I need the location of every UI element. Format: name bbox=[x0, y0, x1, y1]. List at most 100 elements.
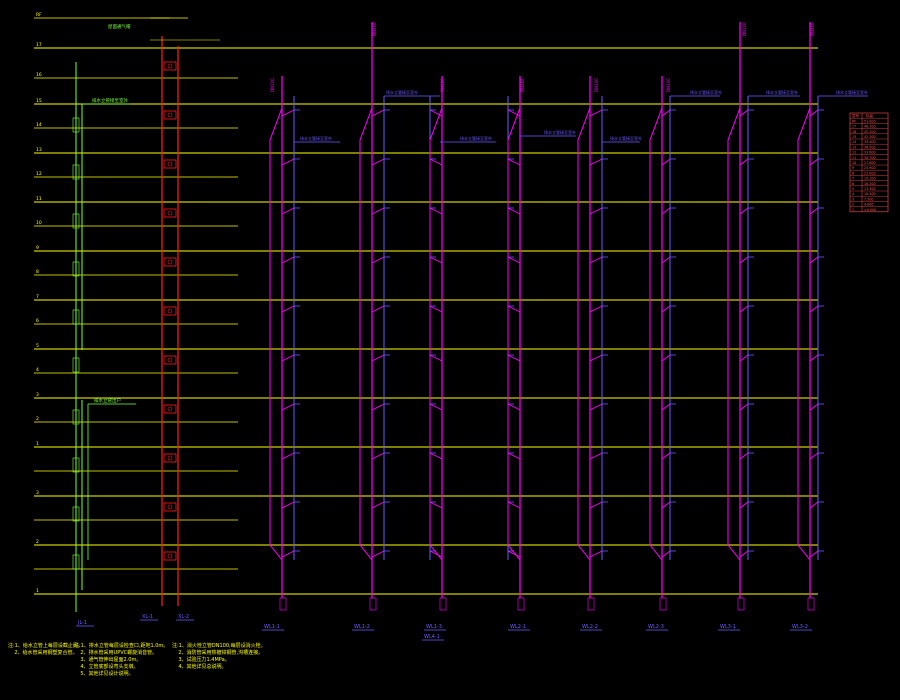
vent-note: 排水立管接至室外 bbox=[766, 89, 798, 95]
vent-note: 排水立管接至室外 bbox=[300, 135, 332, 141]
pipe-note: 排水立管接至室外 bbox=[92, 97, 128, 104]
branch bbox=[507, 452, 521, 460]
branch bbox=[661, 305, 671, 313]
table-cell: 12 bbox=[852, 151, 856, 155]
hydrant-symbol bbox=[167, 112, 173, 118]
table-cell: 33.600 bbox=[864, 151, 876, 155]
hydrant-symbol bbox=[167, 553, 173, 559]
branch bbox=[429, 354, 443, 362]
table-cell: ±0.000 bbox=[864, 208, 876, 212]
hydrant-symbol bbox=[167, 63, 173, 69]
branch bbox=[281, 256, 295, 264]
branch bbox=[507, 501, 521, 509]
supply-valve bbox=[72, 117, 80, 133]
supply-label: XL-2 bbox=[178, 614, 189, 620]
table-cell: 16 bbox=[852, 130, 856, 134]
floor-label: 5 bbox=[36, 343, 39, 349]
vent-note: 排水立管接至室外 bbox=[386, 89, 418, 95]
branch bbox=[739, 403, 749, 411]
branch bbox=[371, 109, 385, 117]
dim-text: DN100 bbox=[270, 78, 275, 92]
floor-label: 10 bbox=[36, 220, 42, 226]
branch bbox=[371, 550, 385, 558]
supply-valve bbox=[72, 213, 80, 229]
branch bbox=[589, 158, 603, 166]
supply-valve bbox=[72, 357, 80, 373]
riser-label: WL3-2 bbox=[792, 624, 808, 630]
branch bbox=[371, 256, 385, 264]
table-cell: 14 bbox=[852, 140, 856, 144]
branch bbox=[661, 207, 671, 215]
hydrant-symbol bbox=[167, 406, 173, 412]
branch bbox=[661, 256, 671, 264]
floor-label: 12 bbox=[36, 171, 42, 177]
floor-label: 3 bbox=[36, 490, 39, 496]
branch bbox=[507, 158, 521, 166]
hydrant-symbol bbox=[167, 210, 173, 216]
branch bbox=[429, 501, 443, 509]
hydrant-box bbox=[163, 404, 177, 414]
offset bbox=[429, 544, 443, 561]
floor-label: 4 bbox=[36, 367, 39, 373]
branch bbox=[507, 305, 521, 313]
branch bbox=[809, 403, 819, 411]
branch bbox=[589, 354, 603, 362]
table-cell: 19.100 bbox=[864, 177, 876, 181]
table-cell: 6 bbox=[852, 182, 854, 186]
hydrant-box bbox=[163, 551, 177, 561]
table-cell: 1 bbox=[852, 208, 854, 212]
branch bbox=[371, 158, 385, 166]
riser-tag-box bbox=[517, 597, 525, 611]
table-cell: 9 bbox=[852, 166, 854, 170]
table-cell: 4 bbox=[852, 192, 854, 196]
offset bbox=[797, 107, 811, 141]
riser-label: WL1-2 bbox=[354, 624, 370, 630]
floor-label: 6 bbox=[36, 318, 39, 324]
hydrant-symbol bbox=[167, 161, 173, 167]
floor-label: 2 bbox=[36, 539, 39, 545]
table-cell: 51.000 bbox=[864, 119, 876, 123]
supply-valve bbox=[72, 164, 80, 180]
branch bbox=[739, 207, 749, 215]
note-fire: 注:1、消火栓立管DN100,每层设消火栓。 2、消防管采用热镀锌钢管,沟槽连接… bbox=[172, 643, 266, 670]
offset bbox=[507, 544, 521, 561]
branch bbox=[429, 109, 443, 117]
hydrant-symbol bbox=[167, 504, 173, 510]
floor-label: RF bbox=[36, 12, 42, 18]
branch bbox=[281, 501, 295, 509]
branch bbox=[507, 256, 521, 264]
branch bbox=[809, 305, 819, 313]
offset bbox=[727, 107, 741, 141]
branch bbox=[809, 501, 819, 509]
riser-tag-box bbox=[587, 597, 595, 611]
branch bbox=[371, 452, 385, 460]
branch bbox=[371, 403, 385, 411]
hydrant-box bbox=[163, 208, 177, 218]
vent-note: 排水立管接至室外 bbox=[460, 135, 492, 141]
branch bbox=[661, 354, 671, 362]
floor-label: 2 bbox=[36, 416, 39, 422]
branch bbox=[371, 354, 385, 362]
floor-label: 3 bbox=[36, 392, 39, 398]
branch bbox=[739, 256, 749, 264]
pipe-note: 排水立管出户 bbox=[94, 397, 121, 404]
riser-label: WL1-1 bbox=[264, 624, 280, 630]
floor-label: 14 bbox=[36, 122, 42, 128]
table-cell: 7.500 bbox=[864, 197, 873, 201]
hydrant-symbol bbox=[167, 357, 173, 363]
branch bbox=[809, 158, 819, 166]
offset bbox=[649, 544, 663, 561]
branch bbox=[429, 403, 443, 411]
branch bbox=[661, 550, 671, 558]
table-cell: 10 bbox=[852, 161, 856, 165]
branch bbox=[507, 207, 521, 215]
riser-tag-box bbox=[737, 597, 745, 611]
drain-risers bbox=[269, 22, 868, 598]
branch bbox=[371, 305, 385, 313]
hydrant-symbol bbox=[167, 259, 173, 265]
dim-text: DN100 bbox=[742, 22, 747, 36]
